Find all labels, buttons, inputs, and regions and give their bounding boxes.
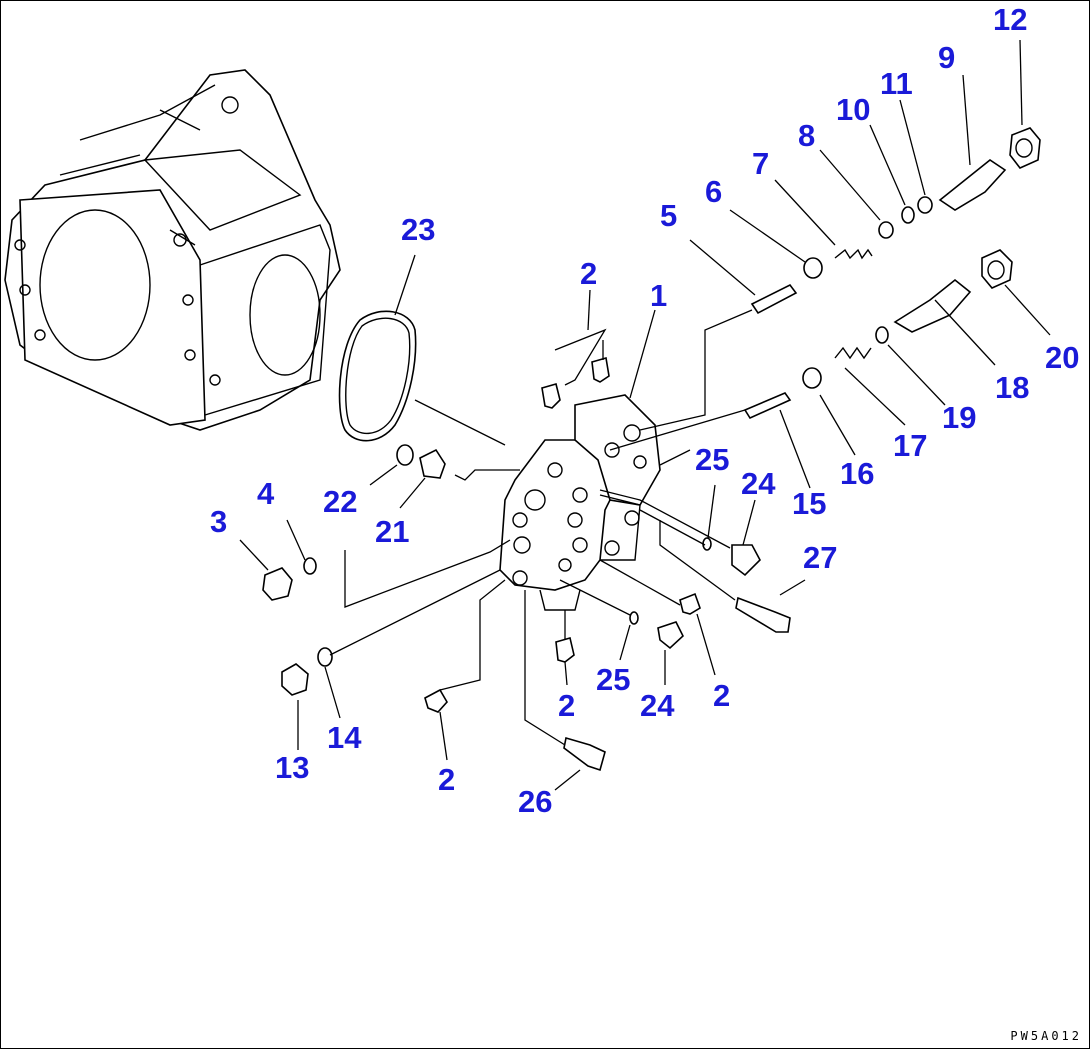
- callout-9: 9: [938, 40, 955, 75]
- pump-housing: [4, 69, 341, 431]
- callout-26: 26: [518, 784, 552, 819]
- callout-3: 3: [210, 504, 227, 539]
- part-11-ring: [917, 196, 933, 214]
- callout-19: 19: [942, 400, 976, 435]
- callout-8: 8: [798, 118, 815, 153]
- callout-pointers: [239, 39, 1051, 791]
- callout-1: 1: [650, 278, 667, 313]
- callout-5: 5: [660, 198, 677, 233]
- valve-block: [499, 394, 661, 611]
- callout-12: 12: [993, 2, 1027, 37]
- callout-25-right: 25: [695, 442, 729, 477]
- part-17-spring: [834, 346, 872, 360]
- callout-27: 27: [803, 540, 837, 575]
- part-10-ring: [901, 206, 915, 224]
- part-19-ring: [875, 326, 889, 344]
- part-6-seat: [803, 257, 823, 279]
- part-2-plug-lower-middle: [555, 637, 575, 663]
- part-22-ring: [396, 444, 414, 466]
- part-5-spool: [750, 283, 798, 315]
- gasket-23: [338, 310, 417, 442]
- callout-2-top: 2: [580, 256, 597, 291]
- part-24-fitting-lower: [657, 621, 684, 650]
- callout-2-lower-middle: 2: [558, 688, 575, 723]
- part-18-adjuster: [893, 278, 972, 333]
- callout-17: 17: [893, 428, 927, 463]
- part-12-nut: [1009, 127, 1041, 169]
- callout-21: 21: [375, 514, 409, 549]
- part-2-plug-lower-right: [679, 592, 701, 615]
- callout-20: 20: [1045, 340, 1079, 375]
- part-13-plug: [281, 663, 309, 696]
- callout-7: 7: [752, 146, 769, 181]
- callout-labels: 1 2 2 2 2 3 4 5 6 7 8 9 10 11 12 13 14 1…: [210, 2, 1079, 819]
- callout-24-right: 24: [741, 466, 776, 501]
- callout-2-lower-right: 2: [713, 678, 730, 713]
- callout-4: 4: [257, 476, 275, 511]
- callout-13: 13: [275, 750, 309, 785]
- callout-6: 6: [705, 174, 722, 209]
- drawing-code: PW5A012: [1010, 1029, 1082, 1043]
- callout-18: 18: [995, 370, 1029, 405]
- callout-2-lower-left: 2: [438, 762, 455, 797]
- part-24-fitting-right: [731, 544, 761, 577]
- callout-22: 22: [323, 484, 357, 519]
- part-27-bolt: [735, 596, 791, 633]
- part-3-plug: [262, 567, 293, 601]
- callout-24-lower: 24: [640, 688, 675, 723]
- part-25-pin-lower: [629, 611, 639, 625]
- callout-23: 23: [401, 212, 435, 247]
- callout-15: 15: [792, 486, 826, 521]
- part-8-washer: [878, 221, 894, 239]
- part-9-adjuster: [938, 159, 1007, 211]
- part-14-ring: [317, 647, 333, 667]
- part-7-spring: [834, 248, 873, 260]
- callout-11: 11: [880, 66, 913, 101]
- part-15-spool: [743, 392, 792, 420]
- part-21-plug: [419, 448, 446, 479]
- part-20-nut: [981, 249, 1013, 289]
- callout-16: 16: [840, 456, 874, 491]
- callout-25-lower: 25: [596, 662, 630, 697]
- part-2-plug-top-left: [541, 383, 561, 409]
- callout-10: 10: [836, 92, 870, 127]
- part-2-plug-lower-left: [424, 688, 448, 713]
- part-26-bolt: [563, 736, 606, 772]
- leader-lines: [329, 309, 753, 746]
- part-4-ring: [303, 557, 317, 575]
- part-16-seat: [802, 367, 822, 389]
- callout-14: 14: [327, 720, 362, 755]
- part-2-plug-top-right: [591, 356, 610, 383]
